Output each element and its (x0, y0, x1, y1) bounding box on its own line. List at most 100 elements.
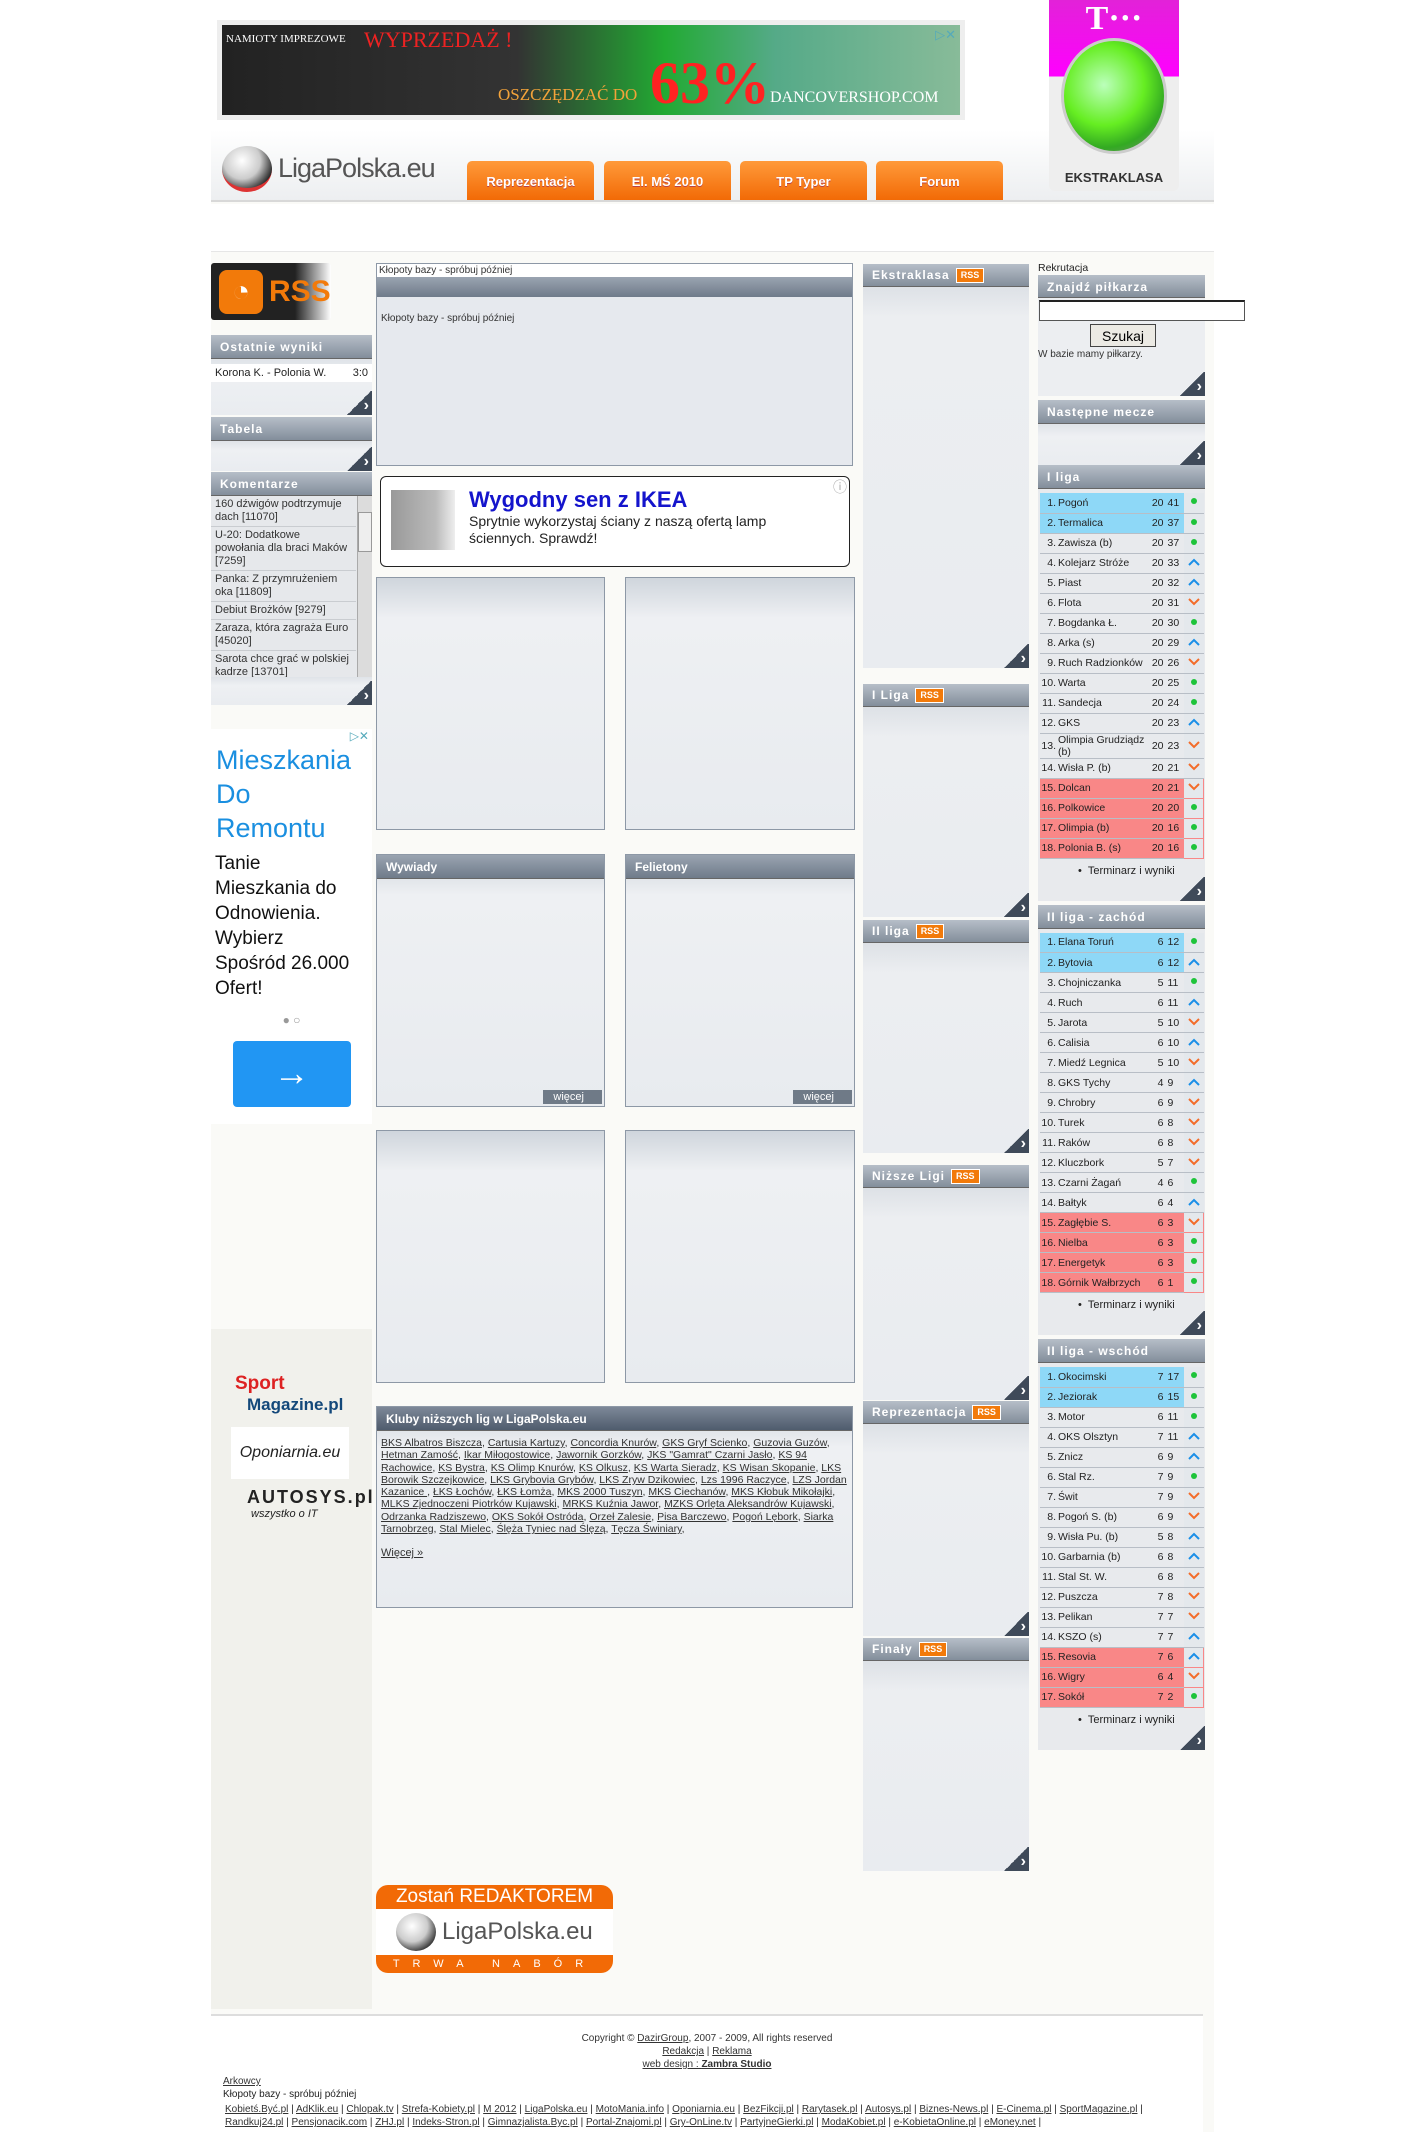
rss-badge[interactable]: RSS (951, 1169, 980, 1185)
club-link[interactable]: MKS Ciechanów (648, 1486, 726, 1499)
partner-link[interactable]: M 2012 (483, 2104, 517, 2115)
partner-link[interactable]: Strefa-Kobiety.pl (401, 2104, 475, 2115)
partner-link[interactable]: Randkuj24.pl (225, 2117, 284, 2128)
comment-item[interactable]: U-20: Dodatkowe powołania dla braci Makó… (211, 527, 356, 571)
more-arrow-icon[interactable] (346, 447, 372, 471)
recruitment-link[interactable]: Rekrutacja (1038, 262, 1089, 274)
nav-reprezentacja[interactable]: Reprezentacja (467, 161, 594, 200)
company-link[interactable]: DazirGroup (637, 2033, 689, 2044)
info-icon[interactable]: ⓘ (833, 479, 847, 495)
search-button[interactable]: Szukaj (1090, 324, 1156, 347)
club-link[interactable]: Hetman Zamość (381, 1449, 459, 1462)
rss-badge[interactable]: RSS (915, 924, 945, 940)
club-link[interactable]: Siarka Tarnobrzeg (381, 1510, 834, 1536)
partner-link[interactable]: Autosys.pl (865, 2104, 912, 2115)
club-link[interactable]: Stal Mielec (439, 1523, 491, 1536)
section-label[interactable]: Niższe Ligi (872, 1169, 946, 1183)
interviews-more-button[interactable]: więcej (543, 1090, 602, 1104)
nav-el-ms-2010[interactable]: El. MŚ 2010 (604, 161, 731, 200)
partner-link[interactable]: Oponiarnia.eu (672, 2104, 735, 2115)
club-link[interactable]: Lzs 1996 Raczyce (700, 1473, 787, 1486)
club-link[interactable]: MKS 2000 Tuszyn (557, 1486, 643, 1499)
section-label[interactable]: I Liga (872, 688, 910, 702)
partner-link[interactable]: ModaKobiet.pl (821, 2117, 886, 2128)
lower-clubs-more-link[interactable]: Więcej » (381, 1547, 424, 1560)
club-link[interactable]: Odrzanka Radziszewo (381, 1510, 487, 1523)
comment-item[interactable]: Debiut Brożków [9279] (211, 602, 356, 620)
more-arrow-icon[interactable] (346, 391, 372, 415)
club-link[interactable]: MKS Kłobuk Mikołajki (731, 1486, 833, 1499)
club-link[interactable]: LKS Borowik Szczejkowice (381, 1461, 842, 1486)
more-arrow-icon[interactable] (1003, 1612, 1029, 1636)
more-arrow-icon[interactable] (1003, 1129, 1029, 1153)
more-arrow-icon[interactable] (346, 681, 372, 705)
partner-link[interactable]: e-KobietaOnline.pl (893, 2117, 976, 2128)
partner-link[interactable]: Kobietś.Być.pl (225, 2104, 289, 2115)
club-link[interactable]: Guzovia Guzów (753, 1437, 827, 1449)
partner-link[interactable]: Portal-Znajomi.pl (585, 2117, 662, 2128)
apartment-ad[interactable]: ▷✕ Mieszkania Do Remontu Tanie Mieszkani… (211, 729, 372, 1124)
club-link[interactable]: LKS Grybovia Grybów (490, 1473, 594, 1486)
club-link[interactable]: Concordia Knurów (570, 1437, 657, 1449)
more-arrow-icon[interactable] (1179, 372, 1205, 396)
club-link[interactable]: MZKS Orlęta Aleksandrów Kujawski (664, 1498, 832, 1511)
rss-badge[interactable]: RSS (955, 268, 985, 284)
club-link[interactable]: Cartusia Kartuzy (487, 1437, 565, 1449)
section-label[interactable]: Ekstraklasa (872, 268, 950, 282)
partner-link[interactable]: AdKlik.eu (295, 2104, 339, 2115)
partner-link[interactable]: E-Cinema.pl (996, 2104, 1052, 2115)
more-arrow-icon[interactable] (1003, 1847, 1029, 1871)
advertising-link[interactable]: Reklama (712, 2046, 752, 2057)
ad-close-icon[interactable]: ▷✕ (935, 27, 956, 42)
more-arrow-icon[interactable] (1003, 644, 1029, 668)
club-link[interactable]: Jawornik Gorzków (556, 1449, 642, 1462)
club-link[interactable]: LKS Zryw Dzikowiec (599, 1473, 695, 1486)
columns-more-button[interactable]: więcej (793, 1090, 852, 1104)
club-link[interactable]: Ikar Miłogostowice (463, 1449, 551, 1462)
club-link[interactable]: KS 94 Rachowice (381, 1449, 807, 1474)
comment-item[interactable]: Panka: Z przymrużeniem oka [11809] (211, 571, 356, 602)
partner-link[interactable]: Pensjonacik.com (291, 2117, 368, 2128)
more-arrow-icon[interactable] (1179, 876, 1205, 901)
more-arrow-icon[interactable] (1179, 1725, 1205, 1750)
club-link[interactable]: Orzeł Zalesie (589, 1510, 652, 1523)
more-arrow-icon[interactable] (1003, 1376, 1029, 1400)
ikea-ad-title[interactable]: Wygodny sen z IKEA (469, 487, 688, 512)
more-arrow-icon[interactable] (1179, 1311, 1205, 1335)
partner-link[interactable]: Indeks-Stron.pl (412, 2117, 480, 2128)
section-label[interactable]: Finały (872, 1642, 913, 1656)
club-link[interactable]: KS Olkusz (578, 1461, 628, 1474)
ad-choices-icon[interactable]: ▷✕ (349, 729, 369, 743)
club-link[interactable]: KS Warta Sieradz (633, 1461, 717, 1474)
partner-link[interactable]: ZHJ.pl (375, 2117, 405, 2128)
schedule-link[interactable]: Terminarz i wyniki (1038, 859, 1205, 883)
